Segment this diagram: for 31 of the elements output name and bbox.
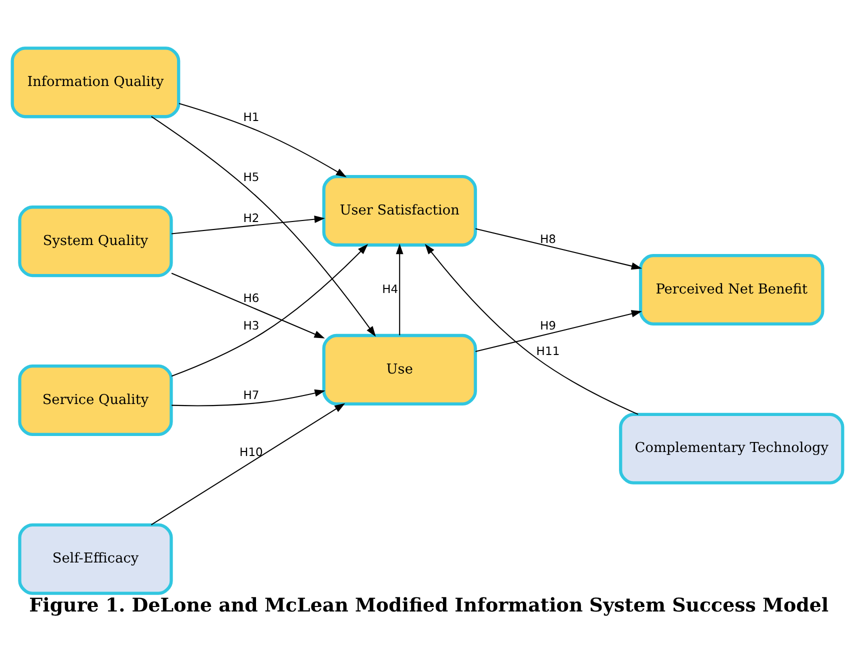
edge-label: H5 (243, 170, 260, 184)
arrow (396, 243, 404, 335)
edge-label: H10 (240, 444, 263, 458)
edge-label: H9 (540, 318, 556, 332)
arrow (424, 243, 638, 414)
arrow (150, 402, 346, 525)
edge-label: H6 (243, 290, 260, 305)
edge-label: H7 (243, 387, 260, 402)
edge-label: H11 (536, 343, 560, 358)
arrow (178, 102, 347, 177)
node-box: Self-Efficacy (18, 522, 173, 594)
arrow (475, 228, 642, 270)
arrow (151, 116, 376, 336)
node-box: Perceived Net Benefit (639, 253, 824, 325)
edge-label: H8 (540, 232, 556, 246)
caption: Figure 1. DeLone and McLean Modified Information System Success Model (29, 594, 829, 616)
edge-label: H1 (243, 110, 260, 124)
arrow (172, 388, 326, 406)
edge-label: H3 (243, 318, 260, 332)
arrow (171, 244, 368, 376)
arrow (172, 215, 325, 234)
edge-label: H2 (243, 210, 260, 225)
node-box: System Quality (18, 205, 173, 277)
node-box: Information Quality (10, 46, 180, 118)
node-box: Service Quality (18, 364, 173, 436)
arrow (475, 310, 642, 352)
node-box: User Satisfaction (322, 174, 477, 246)
node-box: Use (322, 333, 477, 405)
edge-label: H4 (382, 282, 398, 296)
node-box: Complementary Technology (619, 412, 844, 484)
arrow (171, 272, 325, 338)
